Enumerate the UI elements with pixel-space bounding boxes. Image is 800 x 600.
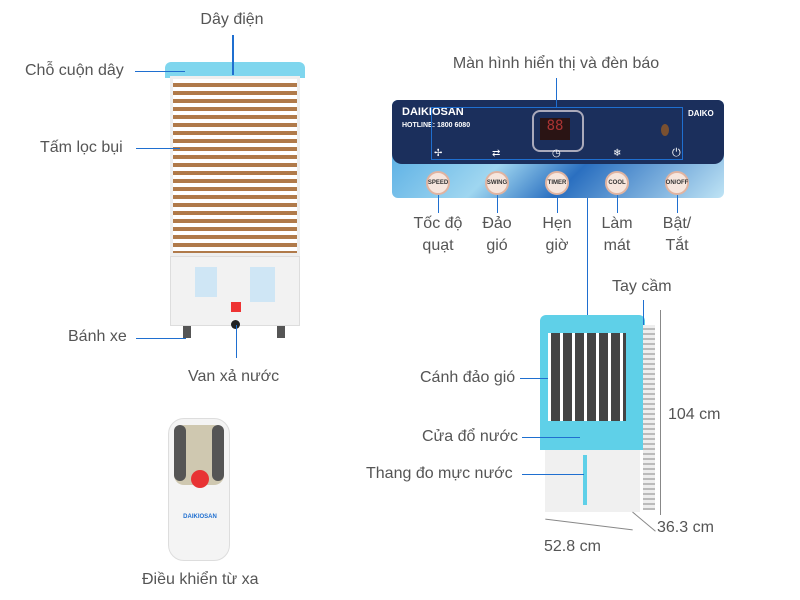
label-louver: Cánh đảo gió bbox=[420, 369, 516, 386]
label-water-inlet: Cửa đổ nước bbox=[422, 428, 518, 445]
panel-brand: DAIKIOSAN bbox=[402, 106, 464, 118]
swing-icon: ⇄ bbox=[492, 148, 501, 159]
dimension-depth: 36.3 cm bbox=[657, 519, 714, 536]
swing-button[interactable]: SWING bbox=[485, 171, 509, 195]
cool-button[interactable]: COOL bbox=[605, 171, 629, 195]
dimension-height: 104 cm bbox=[668, 406, 721, 423]
onoff-label: Bật/Tắt bbox=[662, 215, 692, 254]
timer-icon: ◷ bbox=[552, 148, 561, 159]
label-wheels: Bánh xe bbox=[68, 328, 127, 345]
snowflake-icon: ❄ bbox=[613, 148, 622, 159]
label-display: Màn hình hiển thị và đèn báo bbox=[452, 55, 660, 72]
remote-brand: DAIKIOSAN bbox=[183, 514, 217, 520]
air-cooler-front bbox=[165, 62, 305, 342]
timer-button[interactable]: TIMER bbox=[545, 171, 569, 195]
fan-icon: ✢ bbox=[434, 148, 443, 159]
dimension-width: 52.8 cm bbox=[544, 538, 601, 555]
speed-button[interactable]: SPEED bbox=[426, 171, 450, 195]
label-dust-filter: Tấm lọc bụi bbox=[40, 139, 123, 156]
remote-control: DAIKIOSAN bbox=[168, 418, 230, 561]
label-power-cord: Dây điện bbox=[200, 11, 264, 28]
label-water-gauge: Thang đo mực nước bbox=[366, 465, 513, 482]
label-cord-holder: Chỗ cuộn dây bbox=[25, 62, 124, 79]
led-display: 88 bbox=[540, 118, 570, 140]
panel-hotline: HOTLINE: 1800 6080 bbox=[402, 122, 471, 129]
onoff-button[interactable]: ON/OFF bbox=[665, 171, 689, 195]
label-handle: Tay cầm bbox=[612, 278, 672, 295]
label-drain-valve: Van xả nước bbox=[188, 368, 280, 385]
power-icon: ⏻ bbox=[672, 147, 681, 159]
panel-brand-right: DAIKO bbox=[688, 109, 714, 118]
label-remote: Điều khiển từ xa bbox=[142, 571, 259, 588]
air-cooler-side bbox=[540, 315, 655, 520]
